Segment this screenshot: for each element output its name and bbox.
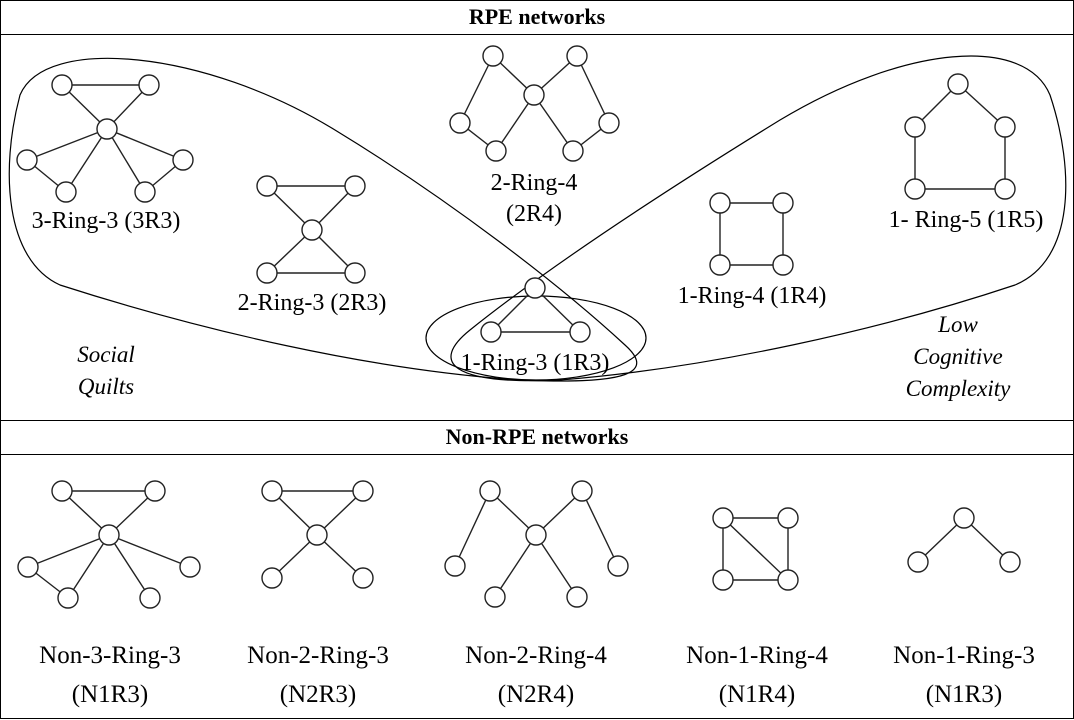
label-3r3: 3-Ring-3 (3R3) (32, 208, 181, 234)
svg-text:(N1R3): (N1R3) (72, 681, 148, 708)
label-n1r4: Non-1-Ring-4 (N1R4) (686, 642, 828, 708)
graph-1r3 (480, 277, 591, 343)
label-n3r3: Non-3-Ring-3 (N1R3) (39, 642, 181, 708)
non-rpe-header: Non-RPE networks (446, 424, 629, 449)
label-n2r3: Non-2-Ring-3 (N2R3) (247, 642, 389, 708)
label-1r5: 1- Ring-5 (1R5) (889, 207, 1044, 233)
svg-text:Non-2-Ring-4: Non-2-Ring-4 (465, 642, 607, 669)
svg-text:Non-1-Ring-3: Non-1-Ring-3 (893, 642, 1035, 669)
graph-2r3 (256, 175, 366, 284)
graph-n2r4 (444, 480, 629, 608)
social-quilts-boundary (8, 57, 638, 382)
svg-text:Complexity: Complexity (906, 376, 1012, 401)
graph-n3r3 (17, 480, 201, 609)
svg-text:Social: Social (77, 342, 135, 367)
rpe-header: RPE networks (469, 4, 606, 29)
svg-text:Quilts: Quilts (78, 374, 134, 399)
svg-text:Low: Low (937, 312, 978, 337)
svg-text:Non-1-Ring-4: Non-1-Ring-4 (686, 642, 828, 669)
label-n1r3: Non-1-Ring-3 (N1R3) (893, 642, 1035, 708)
graph-3r3 (16, 74, 194, 203)
graph-n1r3 (907, 507, 1021, 573)
low-cognitive-complexity-note: Low Cognitive Complexity (906, 312, 1012, 401)
svg-text:(2R4): (2R4) (506, 201, 562, 227)
svg-text:(N2R4): (N2R4) (498, 681, 574, 708)
social-quilts-note: Social Quilts (77, 342, 135, 399)
svg-text:(N1R3): (N1R3) (926, 681, 1002, 708)
graph-2r4 (449, 45, 620, 162)
label-2r3: 2-Ring-3 (2R3) (238, 290, 387, 316)
graph-n2r3 (261, 480, 374, 589)
label-2r4: 2-Ring-4 (2R4) (491, 170, 578, 227)
svg-text:(N2R3): (N2R3) (280, 681, 356, 708)
svg-text:2-Ring-4: 2-Ring-4 (491, 170, 578, 196)
label-n2r4: Non-2-Ring-4 (N2R4) (465, 642, 607, 708)
svg-text:Cognitive: Cognitive (913, 344, 1002, 369)
graph-1r4 (709, 192, 794, 276)
svg-text:(N1R4): (N1R4) (719, 681, 795, 708)
svg-text:Non-3-Ring-3: Non-3-Ring-3 (39, 642, 181, 669)
label-1r3: 1-Ring-3 (1R3) (461, 350, 610, 376)
label-1r4: 1-Ring-4 (1R4) (678, 283, 827, 309)
graph-1r5 (904, 73, 1016, 200)
svg-text:Non-2-Ring-3: Non-2-Ring-3 (247, 642, 389, 669)
graph-n1r4 (712, 507, 799, 591)
